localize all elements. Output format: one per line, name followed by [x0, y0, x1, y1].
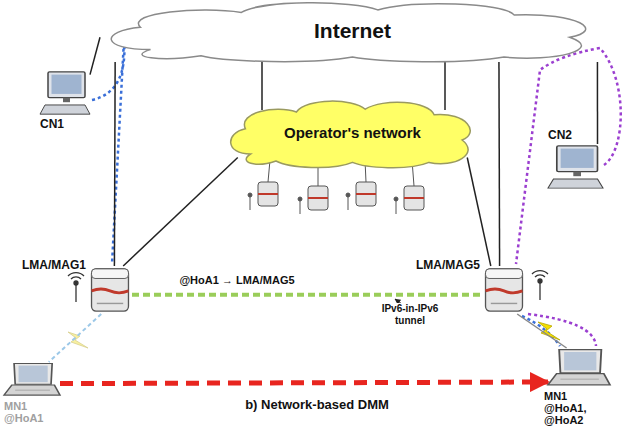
flow-path [92, 40, 124, 264]
laptop-icon [4, 362, 60, 398]
edge-label: @HoA1 → LMA/MAG5 [177, 274, 296, 287]
link-connector [90, 37, 100, 74]
address-label: @HoA1 [4, 412, 43, 424]
pc-icon [548, 144, 603, 190]
link-connector [498, 62, 500, 266]
link-connector [123, 158, 238, 267]
tunnel-connector [132, 293, 482, 297]
flow-path [528, 314, 596, 346]
link-connector [49, 314, 101, 362]
node-label: LMA/MAG5 [416, 259, 480, 272]
text-group: LMA/MAG5 [416, 259, 480, 272]
mobile-node: MN1@HoA1, @HoA2 [548, 348, 610, 388]
pc-icon [40, 70, 90, 116]
mobile-node: MN1@HoA1 [4, 362, 60, 398]
node-label: CN1 [40, 118, 64, 131]
text-group: LMA/MAG1 [22, 259, 86, 272]
node-label: MN1 [544, 390, 622, 402]
router-box: LMA/MAG5 [482, 266, 526, 314]
operator-cloud: Operator's network [225, 98, 480, 168]
link-connector [517, 314, 566, 348]
link-connector [114, 62, 116, 266]
caption: b) Network-based DMM [190, 398, 444, 413]
host-computer: CN1 [40, 70, 90, 116]
node-label: CN2 [548, 129, 572, 142]
node-label: Internet [314, 19, 391, 42]
text-group: MN1@HoA1 [4, 400, 43, 424]
address-label: @HoA1, @HoA2 [544, 402, 622, 426]
link-line [261, 55, 263, 110]
internet-cloud: Internet [100, 0, 605, 62]
flow-path [516, 48, 621, 264]
link-connector [597, 62, 599, 144]
node-label: Operator's network [284, 125, 421, 142]
text-group: MN1@HoA1, @HoA2 [544, 390, 622, 426]
movement-arrow [60, 382, 548, 384]
text-group: Internet [100, 0, 605, 62]
router-box: LMA/MAG1 [88, 266, 132, 314]
router-icon [88, 266, 132, 314]
host-computer: CN2 [548, 144, 603, 190]
antenna-symbol [68, 271, 548, 302]
link-connector [467, 158, 491, 267]
tunnel-label: IPv6-in-IPv6 tunnel [372, 303, 448, 326]
router-icon [482, 266, 526, 314]
text-group: Operator's network [225, 98, 480, 168]
node-label: LMA/MAG1 [22, 259, 86, 272]
link-line [444, 55, 446, 110]
text-group: CN2 [548, 129, 572, 142]
text-group: CN1 [40, 118, 64, 131]
node-label: MN1 [4, 400, 43, 412]
laptop-icon [548, 348, 610, 388]
